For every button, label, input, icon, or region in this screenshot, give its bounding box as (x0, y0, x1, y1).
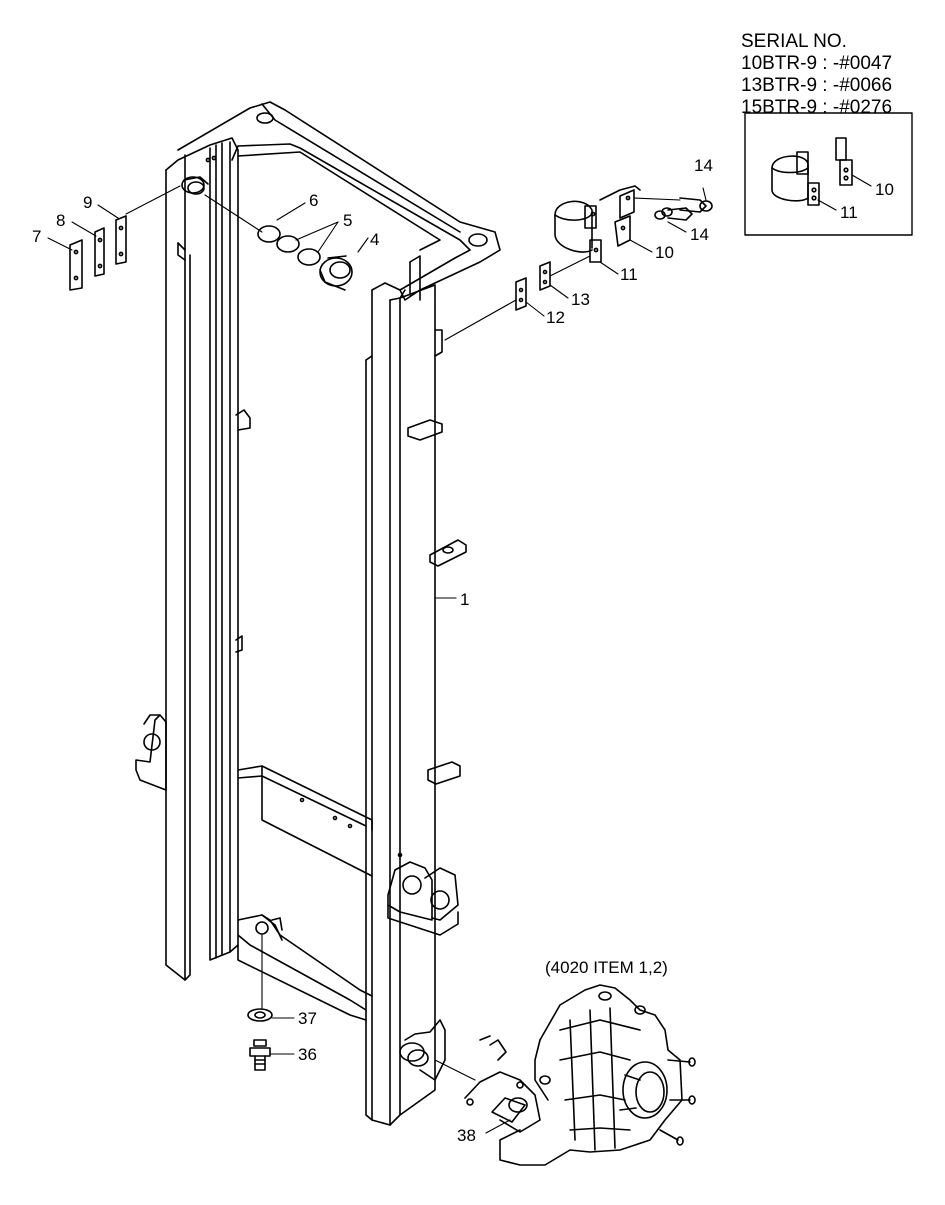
label-7: 7 (32, 227, 41, 246)
inset-bracket-drawing (835, 137, 853, 186)
label-14-lower: 14 (690, 225, 709, 244)
label-14-upper: 14 (694, 156, 713, 175)
shim-5b (297, 248, 321, 266)
label-5: 5 (343, 211, 352, 230)
inset-box: 10 11 (744, 112, 913, 236)
bolt-36 (249, 1039, 271, 1071)
serial-line-10btr: 10BTR-9 : -#0047 (741, 53, 893, 74)
pivot-pin-assembly (434, 1035, 541, 1133)
reference-note: (4020 ITEM 1,2) (545, 958, 668, 977)
shim-12 (515, 277, 527, 311)
label-9: 9 (83, 193, 92, 212)
inset-label-11: 11 (840, 203, 858, 222)
pin-38 (491, 1097, 528, 1123)
plate-7 (69, 239, 83, 291)
bolt-14-upper (679, 197, 713, 213)
plate-9 (115, 215, 127, 265)
left-bracket-parts (69, 185, 181, 291)
part-labels: 1 4 5 6 7 8 9 10 11 12 13 14 14 37 36 38… (32, 156, 713, 1145)
shim-13 (539, 261, 551, 291)
wheel-studs (619, 1057, 696, 1146)
bolt-14-lower (654, 207, 693, 221)
serial-number-block: SERIAL NO. 10BTR-9 : -#0047 13BTR-9 : -#… (741, 31, 892, 119)
leader-lines (47, 202, 687, 1134)
label-1: 1 (460, 590, 469, 609)
label-4: 4 (370, 230, 379, 249)
roller-bearing-4 (319, 255, 353, 291)
base-hardware (247, 934, 273, 1071)
plate-8 (94, 227, 105, 277)
washer-37 (247, 1008, 273, 1022)
label-38: 38 (457, 1126, 476, 1145)
serial-line-15btr: 15BTR-9 : -#0276 (741, 97, 893, 118)
label-10: 10 (655, 243, 674, 262)
label-36: 36 (298, 1045, 317, 1064)
bearing-stack (181, 176, 353, 291)
drive-hub-assembly (499, 984, 696, 1166)
label-12: 12 (546, 308, 565, 327)
serial-heading: SERIAL NO. (741, 31, 847, 52)
mast-frame (135, 101, 501, 1126)
label-6: 6 (309, 191, 318, 210)
shim-5a (276, 235, 300, 253)
serial-line-13btr: 13BTR-9 : -#0066 (741, 75, 893, 96)
label-8: 8 (56, 211, 65, 230)
inset-clamp-drawing (771, 151, 820, 206)
inset-label-10: 10 (875, 180, 894, 199)
snap-ring-6 (257, 225, 281, 243)
label-37: 37 (298, 1009, 317, 1028)
label-13: 13 (571, 290, 590, 309)
right-clamp-parts (444, 185, 713, 341)
label-11: 11 (620, 265, 638, 284)
